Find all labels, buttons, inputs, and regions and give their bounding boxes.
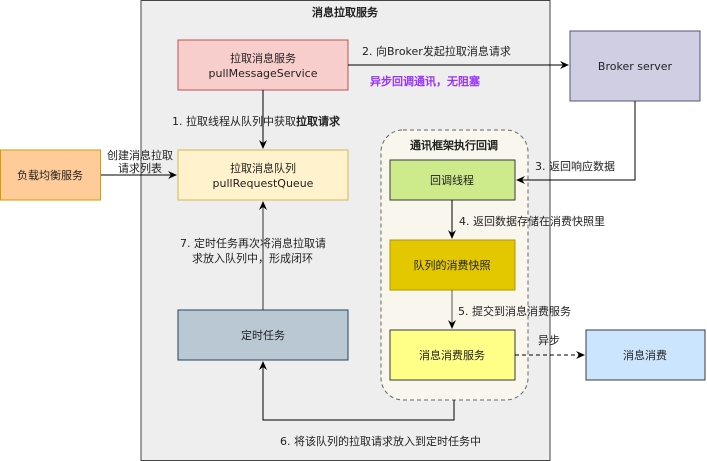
consume-service-label: 消息消费服务 [419, 348, 485, 362]
async-label: 异步 [538, 334, 560, 347]
edge-lb-label-2: 请求列表 [118, 161, 162, 175]
pull-request-queue-node[interactable]: 拉取消息队列 pullRequestQueue [177, 149, 349, 201]
callback-thread-label: 回调线程 [430, 173, 474, 187]
step1-prefix: 1. 拉取线程从队列中获取 [172, 114, 296, 128]
timer-task-box [177, 309, 349, 361]
callback-thread-box [389, 159, 516, 201]
consume-snapshot-node[interactable]: 队列的消费快照 [389, 239, 516, 291]
pull-message-service-box [177, 39, 349, 91]
edge-step6 [259, 361, 455, 421]
step7-label-2: 求放入队列中，形成闭环 [192, 251, 313, 265]
message-consume-node[interactable]: 消息消费 [585, 329, 706, 381]
consume-service-node[interactable]: 消息消费服务 [389, 329, 516, 381]
load-balance-box [0, 149, 101, 201]
edge-lb-label-1: 创建消息拉取 [107, 148, 173, 162]
step1-label: 1. 拉取线程从队列中获取拉取请求 [172, 114, 341, 128]
consume-snapshot-box [389, 239, 516, 291]
async-note-label: 异步回调通讯，无阻塞 [370, 74, 481, 88]
pull-service-label: 拉取消息服务 [230, 51, 296, 65]
step3-label: 3. 返回响应数据 [535, 159, 615, 173]
broker-label: Broker server [598, 60, 673, 73]
step6-label: 6. 将该队列的拉取请求放入到定时任务中 [280, 434, 481, 448]
callback-thread-node[interactable]: 回调线程 [389, 159, 516, 201]
step4-label: 4. 返回数据存储在消费快照里 [459, 214, 605, 228]
timer-task-node[interactable]: 定时任务 [177, 309, 349, 361]
timer-task-label: 定时任务 [241, 328, 285, 342]
callback-group-title: 通讯框架执行回调 [410, 138, 498, 152]
message-consume-box [585, 329, 706, 381]
pull-queue-sublabel: pullRequestQueue [213, 177, 314, 190]
edge-step3 [516, 101, 636, 184]
step2-label: 2. 向Broker发起拉取消息请求 [362, 44, 511, 58]
pull-service-sublabel: pullMessageService [209, 67, 318, 80]
broker-server-node[interactable]: Broker server [569, 30, 701, 102]
container-title: 消息拉取服务 [312, 5, 379, 19]
message-consume-label: 消息消费 [623, 348, 667, 362]
broker-server-box [569, 30, 701, 102]
step7-label-1: 7. 定时任务再次将消息拉取请 [180, 236, 326, 250]
step1-bold: 拉取请求 [296, 114, 341, 128]
load-balance-label: 负载均衡服务 [17, 168, 83, 182]
consume-snapshot-label: 队列的消费快照 [414, 258, 491, 272]
pull-request-queue-box [177, 149, 349, 201]
step5-label: 5. 提交到消息消费服务 [458, 304, 571, 318]
pull-queue-label: 拉取消息队列 [230, 161, 296, 175]
pull-message-service-node[interactable]: 拉取消息服务 pullMessageService [177, 39, 349, 91]
load-balance-node[interactable]: 负载均衡服务 [0, 149, 101, 201]
